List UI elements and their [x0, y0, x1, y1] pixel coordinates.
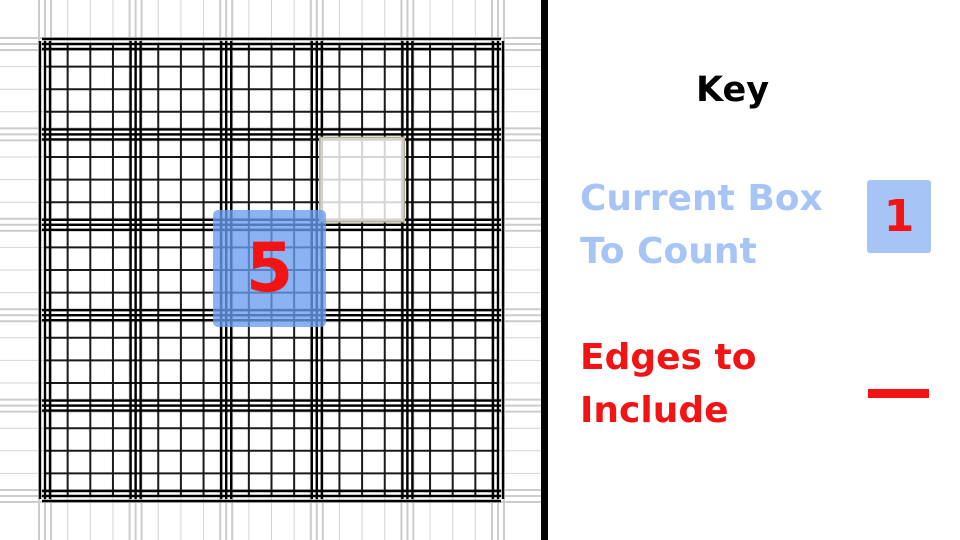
legend-current-box-line-1: Current Box: [580, 178, 823, 219]
legend-current-box-swatch: 1: [867, 180, 931, 253]
counting-chamber-grid: [0, 0, 541, 540]
counting-grid-panel: 5: [0, 0, 541, 540]
current-count-badge: 5: [213, 210, 326, 327]
legend-current-box-line-2: To Count: [580, 231, 757, 272]
panel-divider: [541, 0, 548, 540]
legend-edge-line-swatch: [868, 389, 929, 398]
legend-current-box-label: Current Box To Count: [580, 172, 823, 278]
legend-edges-line-2: Include: [580, 390, 729, 431]
key-title: Key: [695, 70, 770, 110]
counted-square-overlay: [319, 136, 406, 223]
legend-edges-label: Edges to Include: [580, 331, 756, 437]
legend-edges-line-1: Edges to: [580, 337, 757, 378]
